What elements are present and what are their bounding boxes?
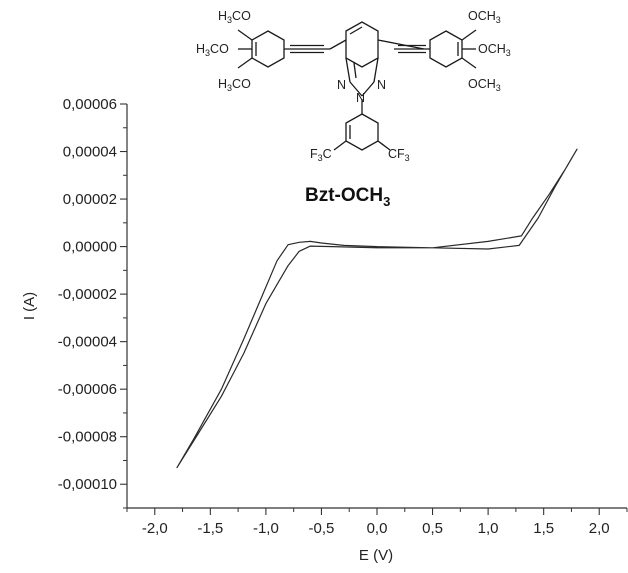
left-och3-bottom-bond bbox=[237, 57, 253, 69]
central-ring-double-bond bbox=[349, 26, 363, 35]
y-tick-label: -0,00002 bbox=[58, 286, 117, 303]
right-och3-mid-label: OCH3 bbox=[478, 42, 511, 58]
right-alkyne-link bbox=[377, 39, 425, 50]
tick-labels: 0,00006 0,00004 0,00002 0,00000 -0,00002 -0,0… bbox=[58, 96, 610, 537]
x-tick-label: 2,0 bbox=[589, 520, 610, 537]
y-axis-title: I (A) bbox=[21, 292, 38, 320]
x-tick-label: 0,0 bbox=[367, 520, 388, 537]
right-aryl-ring bbox=[429, 30, 463, 68]
left-aryl-ring bbox=[251, 30, 285, 68]
x-axis-title: E (V) bbox=[359, 547, 393, 564]
triazole-bond-right bbox=[373, 57, 379, 83]
cv-curve-series bbox=[176, 148, 578, 469]
y-tick-label: 0,00004 bbox=[63, 144, 117, 161]
x-tick-label: 1,5 bbox=[533, 520, 554, 537]
central-benzo-ring bbox=[345, 21, 379, 68]
right-och3-bottom-label: OCH3 bbox=[468, 77, 501, 93]
molecule-structure-drawing bbox=[237, 21, 477, 151]
bottom-aryl-ring bbox=[345, 113, 379, 151]
triazole-n-left-label: N bbox=[337, 78, 346, 92]
x-tick-label: -1,0 bbox=[253, 520, 279, 537]
left-och3-bottom-label: H3CO bbox=[218, 77, 251, 93]
y-tick-label: -0,00004 bbox=[58, 334, 117, 351]
x-tick-label: 1,0 bbox=[478, 520, 499, 537]
left-och3-mid-label: H3CO bbox=[196, 42, 229, 58]
y-tick-label: 0,00006 bbox=[63, 96, 117, 113]
triazole-bond-lower-left bbox=[349, 81, 363, 97]
right-och3-bottom-bond bbox=[461, 57, 477, 69]
triazole-bond-left bbox=[345, 57, 351, 83]
triazole-double-bond bbox=[353, 62, 357, 79]
left-och3-top-label: H3CO bbox=[218, 9, 251, 25]
y-tick-label: 0,00000 bbox=[63, 239, 117, 256]
triazole-bond-lower-right bbox=[361, 81, 375, 97]
left-och3-top-bond bbox=[237, 29, 253, 41]
ticks bbox=[120, 103, 628, 515]
axes bbox=[126, 104, 627, 509]
y-tick-label: -0,00008 bbox=[58, 429, 117, 446]
x-tick-label: 0,5 bbox=[422, 520, 443, 537]
y-tick-label: -0,00010 bbox=[58, 476, 117, 493]
y-tick-label: 0,00002 bbox=[63, 191, 117, 208]
right-och3-top-bond bbox=[461, 29, 477, 41]
triazole-n-middle-label: N bbox=[356, 91, 365, 105]
x-tick-label: -0,5 bbox=[309, 520, 335, 537]
cf3-left-bond bbox=[333, 140, 347, 151]
right-och3-top-label: OCH3 bbox=[468, 9, 501, 25]
y-tick-label: -0,00006 bbox=[58, 381, 117, 398]
central-left-link bbox=[329, 39, 347, 50]
compound-label: Bzt-OCH3 bbox=[305, 185, 390, 209]
cf3-left-label: F3C bbox=[310, 147, 332, 163]
triazole-n-right-label: N bbox=[377, 78, 386, 92]
x-tick-label: -1,5 bbox=[197, 520, 223, 537]
cf3-right-bond bbox=[377, 140, 391, 151]
cf3-right-label: CF3 bbox=[388, 147, 410, 163]
x-tick-label: -2,0 bbox=[142, 520, 168, 537]
